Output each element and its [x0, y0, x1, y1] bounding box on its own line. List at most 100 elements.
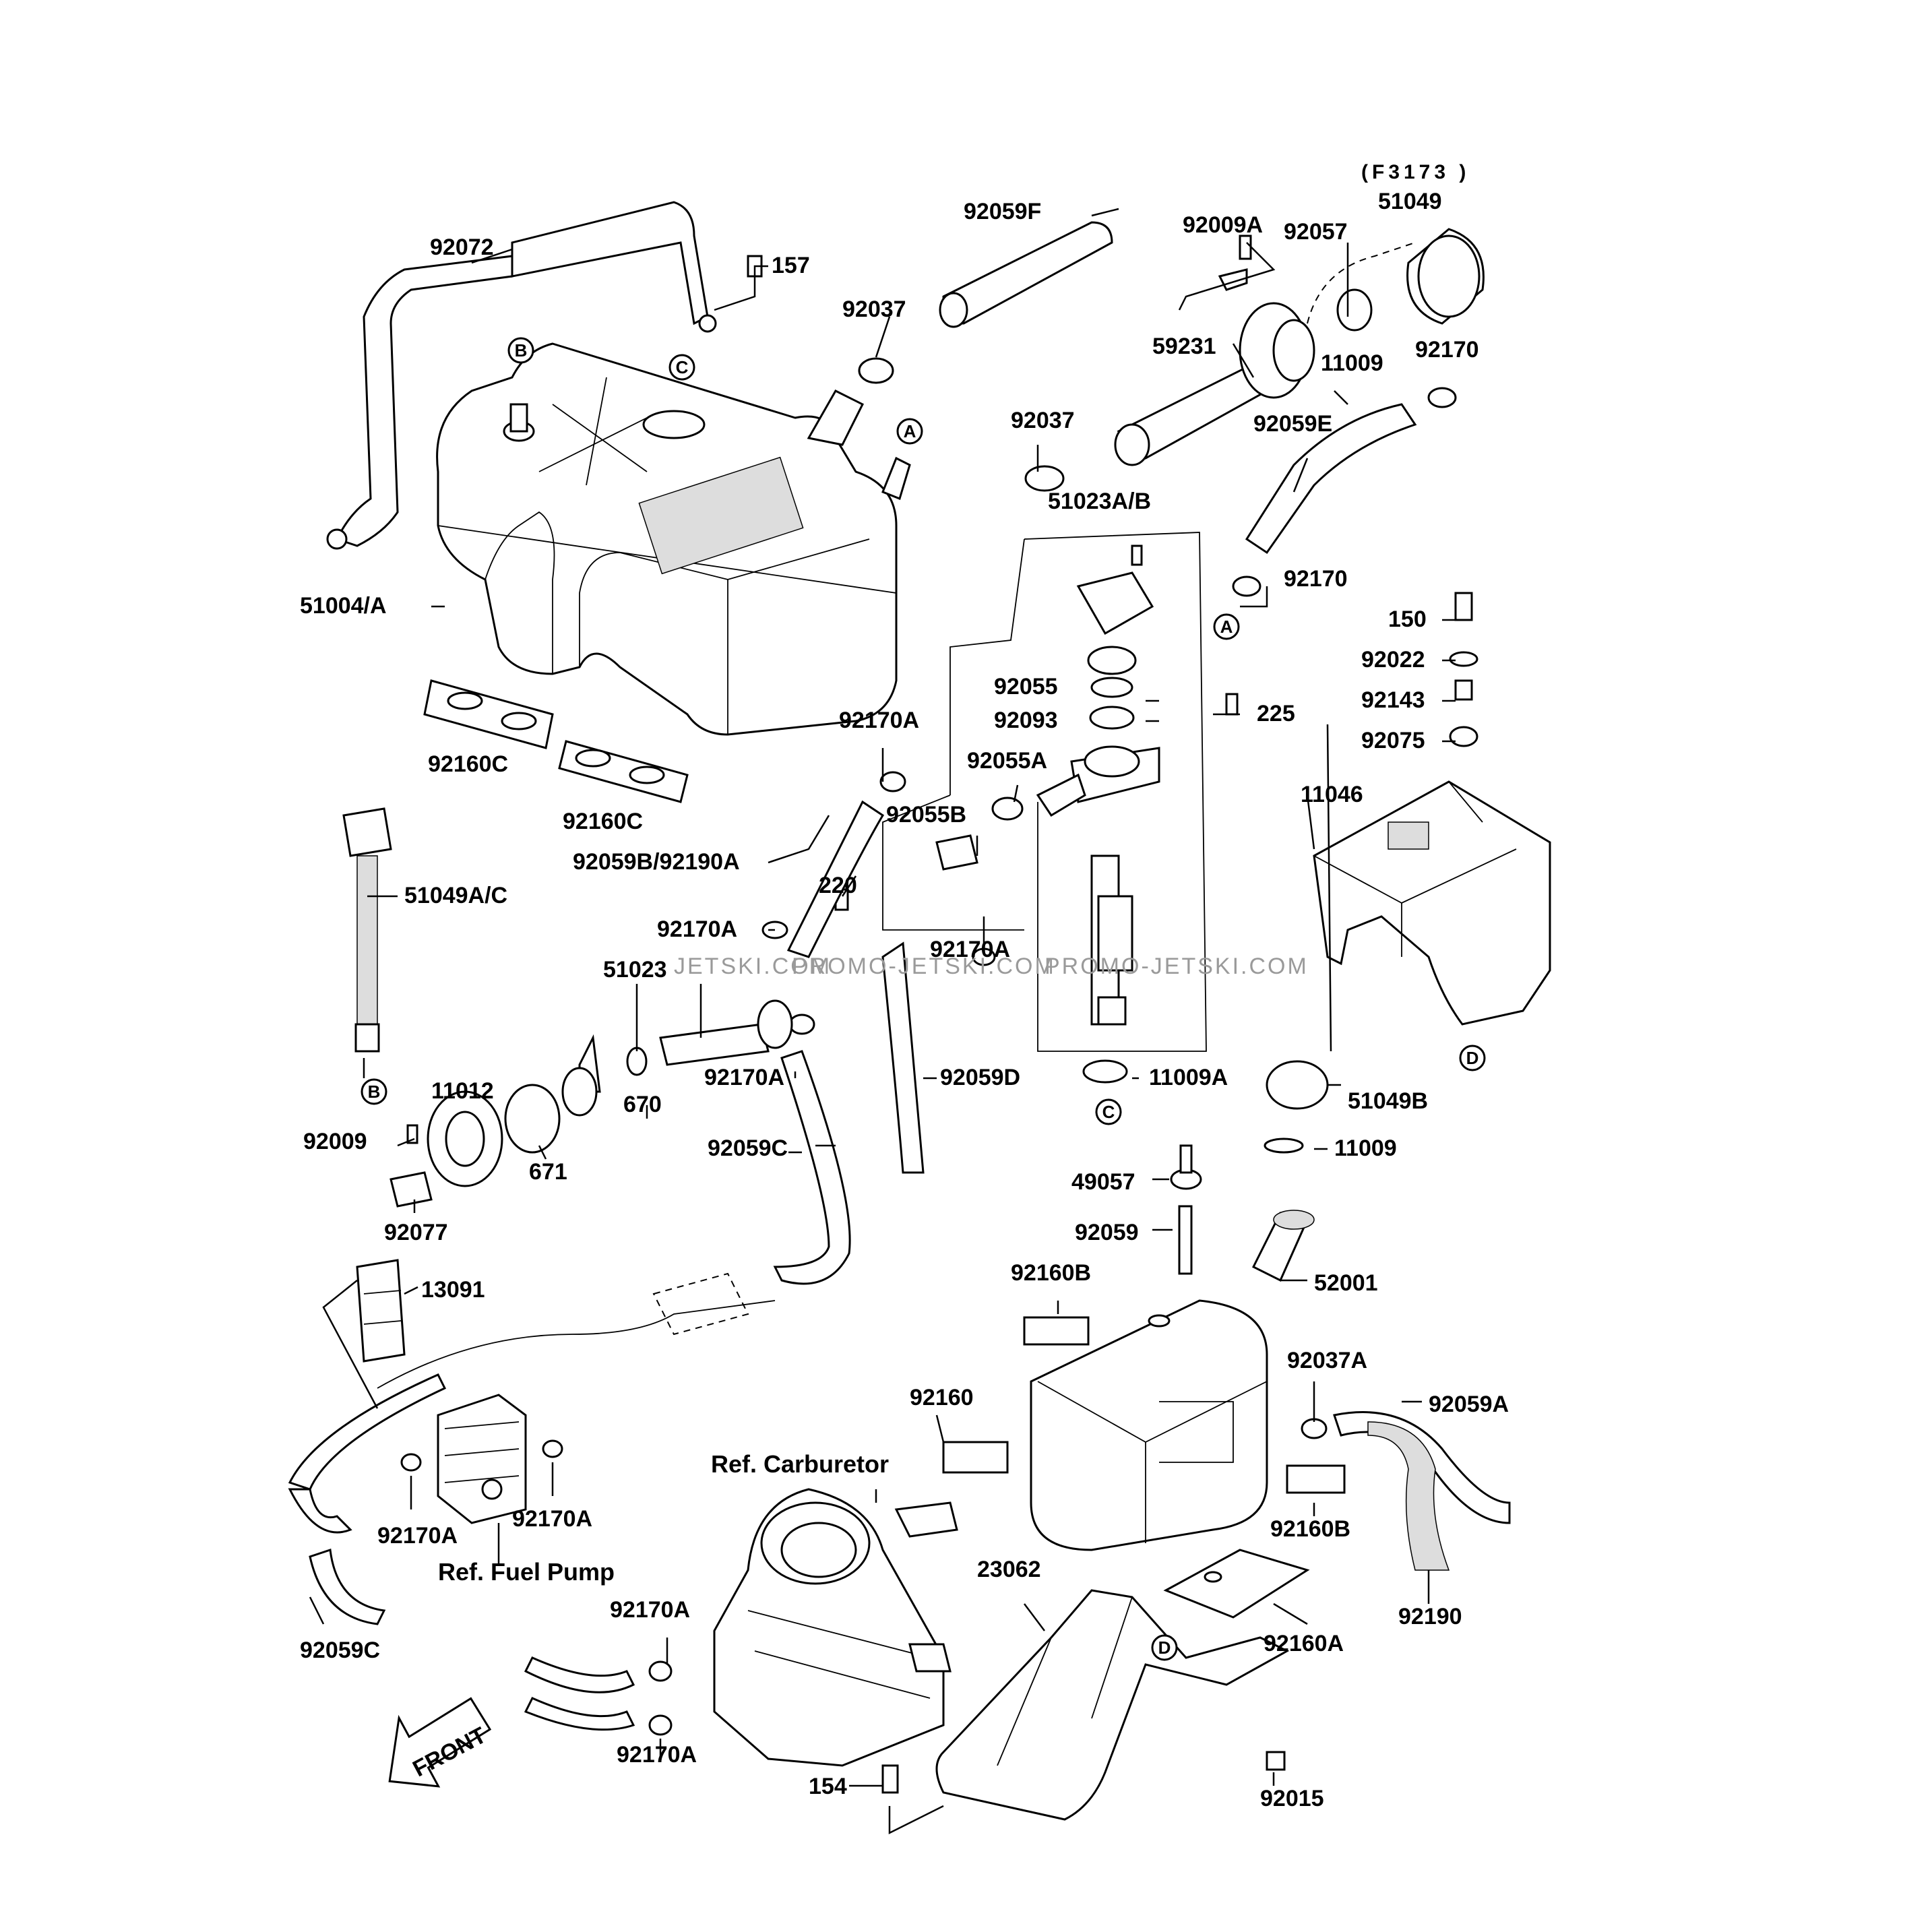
part-label: 220 — [819, 873, 857, 898]
part-label: 92037 — [842, 297, 906, 322]
part-label: 92022 — [1361, 647, 1425, 673]
part-label: 92170 — [1284, 566, 1348, 592]
reference-code: (F3173 ) — [1361, 161, 1470, 183]
part-label: 92077 — [384, 1220, 448, 1245]
part-label: 92160C — [428, 751, 508, 777]
watermark-3: PROMO-JETSKI.COM — [1045, 954, 1309, 979]
part-label: 13091 — [421, 1277, 485, 1303]
part-label: 670 — [623, 1092, 662, 1117]
svg-text:C: C — [1102, 1102, 1115, 1122]
svg-text:B: B — [368, 1082, 381, 1102]
part-label: 225 — [1257, 701, 1295, 726]
part-label: 92170A — [657, 916, 737, 942]
callout-b-tank: B — [507, 337, 534, 364]
oil-tank-bracket — [935, 1549, 1310, 1821]
part-label: 92072 — [430, 235, 494, 260]
callout-circles: A A B B C C D D — [361, 337, 1486, 1661]
part-label: 150 — [1388, 606, 1427, 632]
fuel-tank — [436, 342, 911, 736]
part-label: 11046 — [1301, 782, 1363, 807]
hose-92059E — [1245, 403, 1417, 555]
part-label: 11009 — [1321, 350, 1383, 376]
watermark-2: PROMO-JETSKI.COM — [792, 954, 1056, 979]
leader-lines — [309, 208, 1456, 1835]
callout-a-tank: A — [896, 418, 923, 445]
part-label: 11009A — [1149, 1065, 1228, 1090]
part-label: 11009 — [1334, 1135, 1397, 1161]
svg-text:A: A — [1220, 617, 1233, 637]
fuel-pump — [437, 1394, 527, 1524]
part-label: 92170A — [617, 1742, 697, 1768]
part-label: 92015 — [1260, 1786, 1324, 1811]
part-label: 154 — [809, 1774, 847, 1799]
part-label: 59231 — [1152, 334, 1216, 359]
part-label: 92059C — [708, 1135, 788, 1161]
bracket-11046 — [1313, 780, 1551, 1026]
part-label: 92059B/92190A — [573, 849, 740, 875]
fuel-filter-assembly — [882, 532, 1207, 1052]
tank-pads — [423, 679, 689, 803]
part-label: 92170A — [930, 937, 1010, 962]
part-label: 51004/A — [300, 593, 387, 619]
watermark-1: JETSKI.COM — [674, 954, 832, 979]
part-label: 92055 — [994, 674, 1058, 699]
part-label: 92170A — [839, 708, 919, 733]
part-label: 92055A — [967, 748, 1047, 774]
part-label: 92170A — [704, 1065, 784, 1090]
part-label: 92170A — [610, 1597, 690, 1623]
hose-92059F — [939, 221, 1113, 328]
part-labels: 92072 157 92037 92059F 92009A 92057 5104… — [300, 189, 1509, 1811]
clip-13091 — [356, 1259, 406, 1363]
part-label: 671 — [529, 1159, 567, 1185]
ref-carburetor-label: Ref. Carburetor — [711, 1450, 889, 1478]
oil-tank-pads — [942, 1316, 1346, 1494]
part-label: 92170 — [1415, 337, 1479, 363]
svg-text:A: A — [904, 421, 916, 441]
callout-b-gauge: B — [361, 1078, 387, 1105]
part-label: 92057 — [1284, 219, 1348, 245]
part-label: 92170A — [512, 1506, 592, 1532]
part-label: 49057 — [1071, 1169, 1135, 1195]
part-label: 92009 — [303, 1129, 367, 1154]
front-arrow: FRONT — [388, 1697, 492, 1788]
fuel-gauge-51049AC — [342, 807, 392, 1053]
part-label: 92059 — [1075, 1220, 1139, 1245]
part-label: 157 — [772, 253, 810, 278]
callout-a-hose: A — [1213, 613, 1240, 640]
part-label: 92059E — [1253, 411, 1332, 437]
svg-text:B: B — [515, 340, 528, 361]
callout-d-oil-bracket: D — [1151, 1634, 1178, 1661]
part-label: 92160A — [1264, 1631, 1344, 1656]
part-label: 92143 — [1361, 687, 1425, 713]
part-label: 51023 — [603, 957, 667, 983]
part-label: 92059F — [964, 199, 1041, 224]
watermarks: JETSKI.COM PROMO-JETSKI.COM PROMO-JETSKI… — [674, 954, 1309, 979]
part-label: 92160B — [1270, 1516, 1350, 1542]
part-label: 92059C — [300, 1638, 380, 1663]
svg-text:C: C — [676, 357, 689, 377]
part-label: 92009A — [1183, 212, 1263, 238]
part-label: 92093 — [994, 708, 1058, 733]
part-label: 92160B — [1011, 1260, 1091, 1286]
part-label: 23062 — [977, 1557, 1041, 1582]
part-label: 92059D — [940, 1065, 1020, 1090]
part-label: 92059A — [1429, 1392, 1509, 1417]
fuel-hoses — [288, 800, 925, 1731]
part-label: 11012 — [431, 1078, 494, 1104]
part-label: 51023A/B — [1048, 489, 1151, 514]
hose-clamps — [400, 357, 1457, 1736]
callout-c-washer: C — [1095, 1098, 1122, 1125]
part-label: 51049B — [1348, 1088, 1428, 1114]
carburetor — [713, 1488, 958, 1767]
part-label: 92170A — [377, 1523, 458, 1549]
bolts — [406, 235, 1478, 1794]
part-label: 92055B — [886, 802, 966, 828]
callout-c-tank: C — [668, 354, 695, 381]
part-label: 92037 — [1011, 408, 1075, 433]
part-label: 52001 — [1314, 1270, 1378, 1296]
filler-neck — [1114, 228, 1485, 466]
fuel-petcock-51023 — [389, 999, 793, 1208]
svg-text:D: D — [1158, 1638, 1171, 1658]
oil-tank — [1030, 1059, 1329, 1551]
